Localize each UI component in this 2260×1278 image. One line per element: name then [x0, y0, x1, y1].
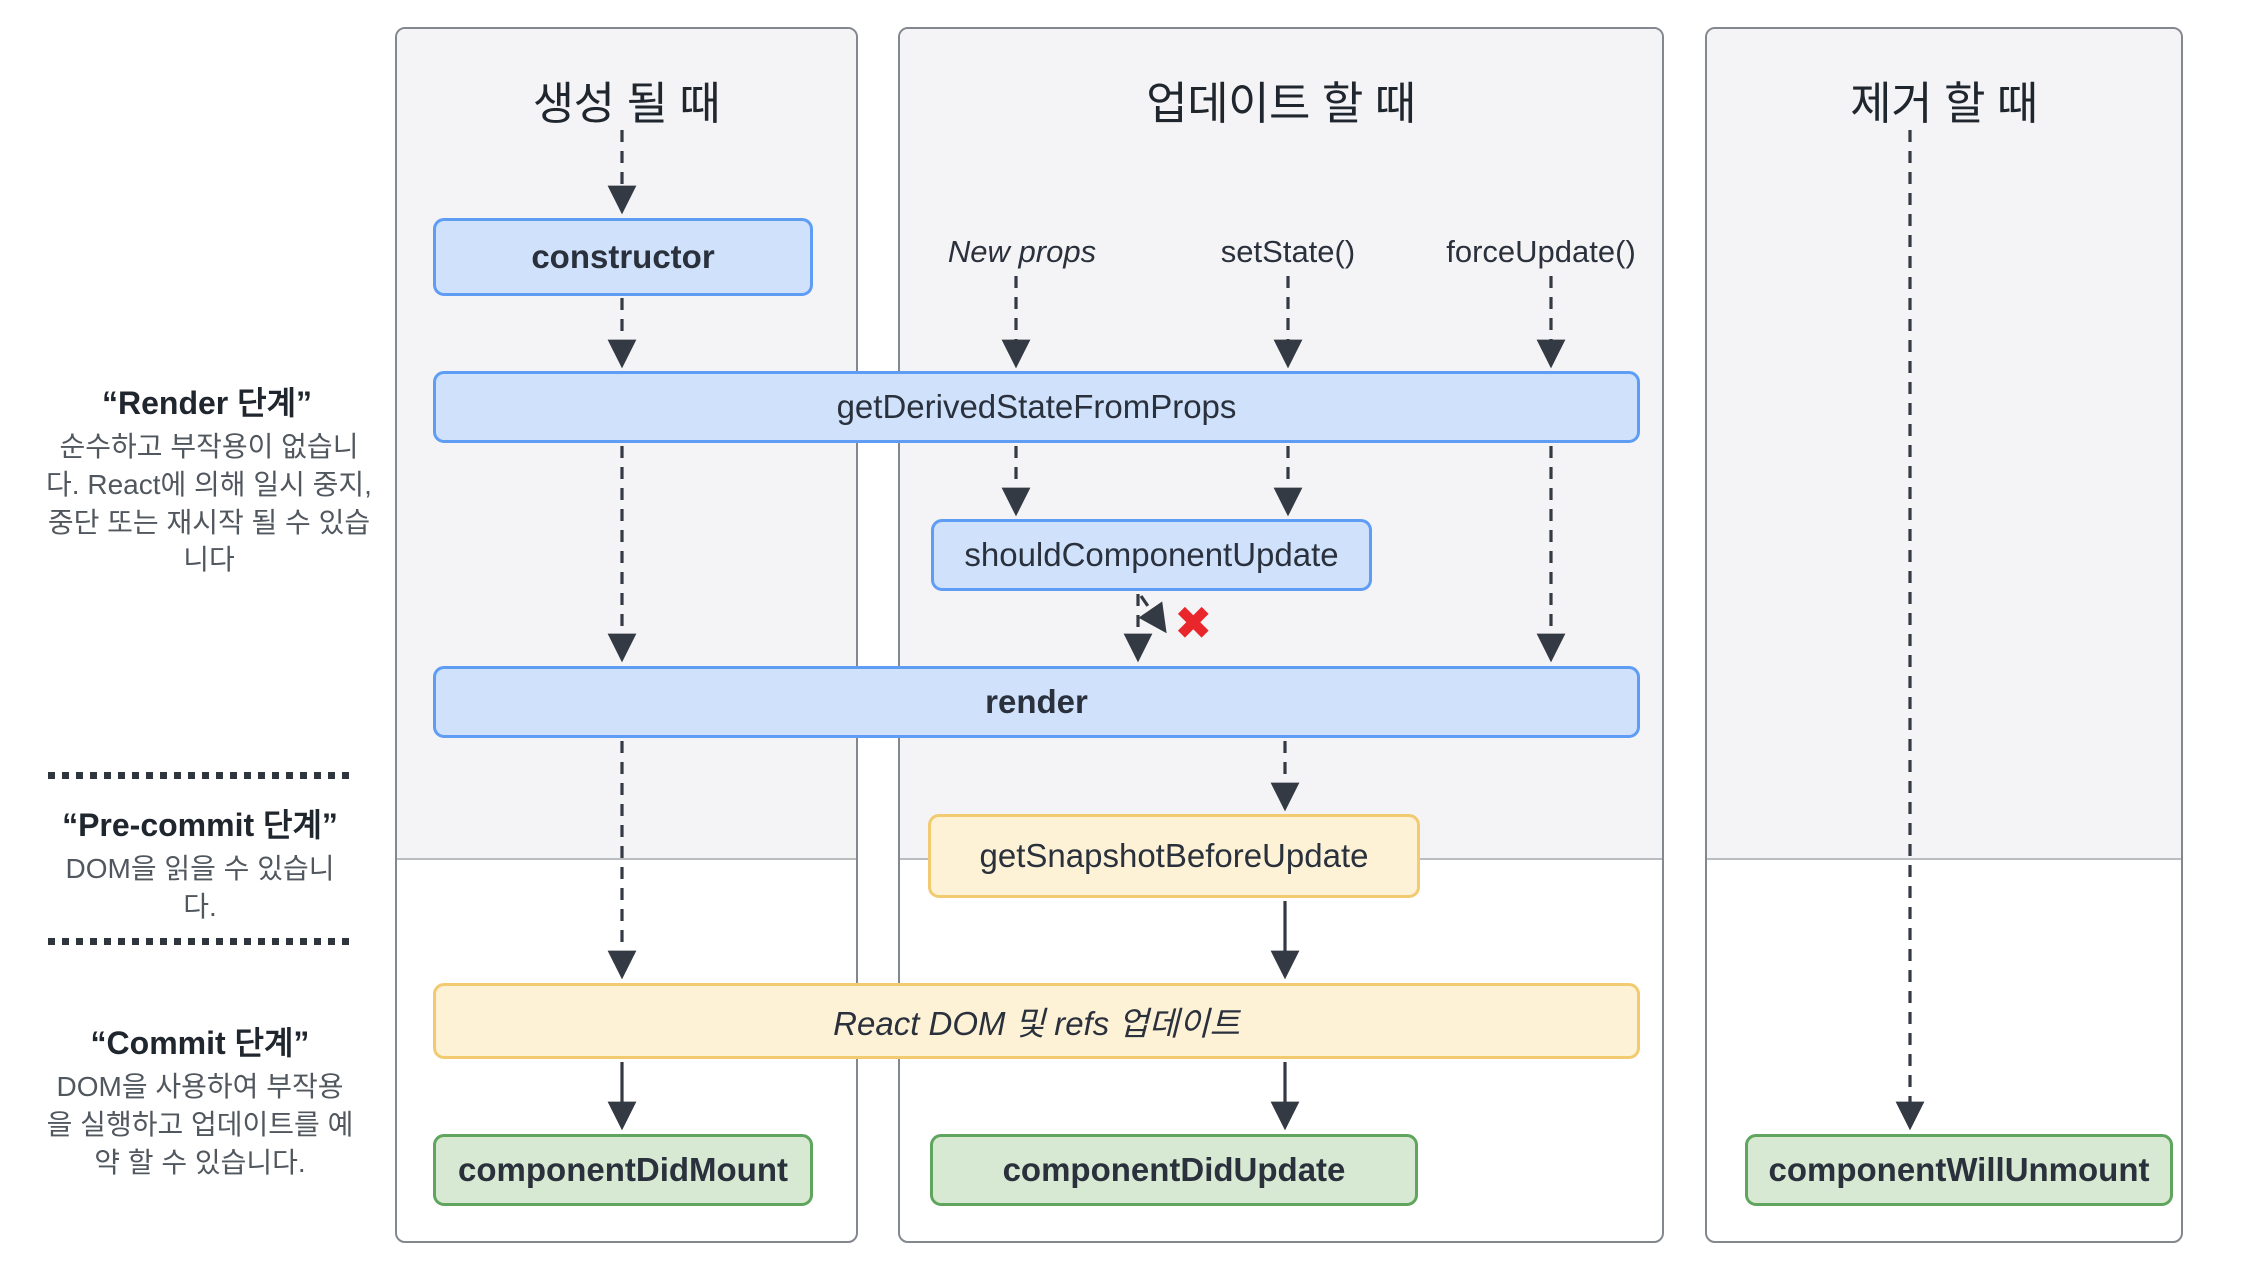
mount-column-title: 생성 될 때	[532, 78, 721, 129]
node-should-component-update: shouldComponentUpdate	[931, 519, 1372, 591]
pre-commit-phase-title: “Pre-commit 단계”	[62, 807, 338, 843]
phase-separator-bottom	[48, 938, 352, 945]
node-react-dom-refs-update: React DOM 및 refs 업데이트	[433, 983, 1640, 1059]
node-component-did-update: componentDidUpdate	[930, 1134, 1418, 1206]
node-component-did-mount: componentDidMount	[433, 1134, 813, 1206]
render-phase-description: 순수하고 부작용이 없습니다. React에 의해 일시 중지, 중단 또는 재…	[46, 431, 372, 576]
phase-separator-top	[48, 772, 352, 779]
node-constructor: constructor	[433, 218, 813, 296]
render-phase-title: “Render 단계”	[101, 385, 313, 421]
trigger-set-state: setState()	[1220, 234, 1356, 269]
update-column-title: 업데이트 할 때	[1146, 78, 1416, 129]
node-component-will-unmount: componentWillUnmount	[1745, 1134, 2173, 1206]
mount-column: 생성 될 때	[395, 27, 858, 1243]
trigger-force-update: forceUpdate()	[1446, 234, 1636, 269]
update-column: 업데이트 할 때	[898, 27, 1664, 1243]
commit-phase-title: “Commit 단계”	[90, 1025, 310, 1061]
pre-commit-phase-description: DOM을 읽을 수 있습니다.	[65, 853, 335, 922]
node-get-derived-state-from-props: getDerivedStateFromProps	[433, 371, 1640, 443]
unmount-column: 제거 할 때	[1705, 27, 2183, 1243]
unmount-render-phase-region	[1707, 29, 2181, 860]
no-update-x-icon: ✖	[1174, 597, 1213, 649]
trigger-new-props: New props	[947, 234, 1097, 269]
node-render: render	[433, 666, 1640, 738]
commit-phase-description: DOM을 사용하여 부작용을 실행하고 업데이트를 예약 할 수 있습니다.	[46, 1071, 354, 1178]
unmount-column-title: 제거 할 때	[1850, 78, 2038, 129]
node-get-snapshot-before-update: getSnapshotBeforeUpdate	[928, 814, 1420, 898]
